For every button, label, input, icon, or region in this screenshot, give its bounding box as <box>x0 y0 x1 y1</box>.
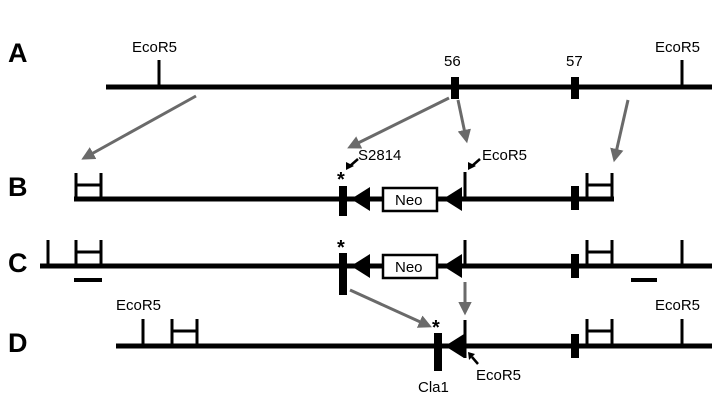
row-c-exon-56-mutant <box>339 253 347 295</box>
row-d-cla1-label: Cla1 <box>418 379 449 396</box>
arrow-c-to-d-exon <box>349 288 432 328</box>
arrows-c-to-d <box>349 282 472 328</box>
row-d-excised-allele <box>116 319 712 371</box>
row-c-probe-left <box>74 278 102 282</box>
row-a-exon-56-label: 56 <box>444 53 461 70</box>
row-c-homology-arm-right <box>585 240 614 266</box>
row-d-loxp <box>445 334 464 358</box>
row-b-ecor5-label: EcoR5 <box>482 147 527 164</box>
row-label-c: C <box>8 248 28 278</box>
row-d-ecor5-label-right: EcoR5 <box>655 297 700 314</box>
row-b-exon-57 <box>571 186 579 210</box>
row-c-neo-label: Neo <box>395 259 423 276</box>
row-a-ecor5-label-left: EcoR5 <box>132 39 177 56</box>
row-c-targeted-allele <box>40 240 712 295</box>
row-b-ecor5-pointer-head <box>468 162 476 170</box>
row-d-ecor5-pointer <box>471 356 479 365</box>
row-b-pointer-arrows <box>346 158 481 170</box>
row-d-ecor5-label-bottom: EcoR5 <box>476 367 521 384</box>
s2814-pointer-head <box>346 162 354 170</box>
row-a-ecor5-label-right: EcoR5 <box>655 39 700 56</box>
arrows-a-to-b <box>81 94 630 163</box>
row-label-b: B <box>8 172 28 202</box>
row-c-probe-right <box>631 278 657 282</box>
row-b-exon-56-mutant <box>339 186 347 216</box>
arrow-a-to-b-center <box>347 96 450 149</box>
row-d-exon-56-mutant <box>434 333 442 371</box>
row-d-homology-arm-right <box>585 319 614 346</box>
row-c-loxp-right <box>443 254 462 278</box>
row-d-homology-arm-left <box>170 319 199 346</box>
row-b-loxp-left <box>351 187 370 211</box>
row-d-exon-57 <box>571 334 579 358</box>
row-b-neo-cassette <box>381 186 439 213</box>
row-c-exon-57 <box>571 254 579 278</box>
row-d-ecor5-label-left: EcoR5 <box>116 297 161 314</box>
row-a-exon-57 <box>571 77 579 99</box>
arrow-a-to-b-ecor5 <box>456 99 471 144</box>
row-label-a: A <box>8 38 28 68</box>
row-d-ecor5-pointer-head <box>468 352 475 360</box>
arrow-a-to-b-right <box>610 99 630 163</box>
row-d-pointer-arrows <box>468 352 479 365</box>
row-label-d: D <box>8 328 28 358</box>
row-b-neo-label: Neo <box>395 192 423 209</box>
row-c-neo-cassette <box>381 253 439 280</box>
row-b-mutation-star: * <box>337 169 345 191</box>
row-b-s2814-label: S2814 <box>358 147 401 164</box>
row-a-exon-57-label: 57 <box>566 53 583 70</box>
row-c-homology-arm-left <box>74 240 103 266</box>
row-a-map <box>106 60 712 99</box>
row-b-targeting-construct <box>74 172 614 216</box>
row-d-mutation-star: * <box>432 317 440 339</box>
row-b-homology-arm-right <box>585 173 614 199</box>
row-b-loxp-right <box>443 187 462 211</box>
row-b-homology-arm-left <box>74 173 103 199</box>
row-c-loxp-left <box>351 254 370 278</box>
row-a-exon-56 <box>451 77 459 99</box>
row-c-mutation-star: * <box>337 237 345 259</box>
arrow-a-to-b-left <box>81 94 197 160</box>
